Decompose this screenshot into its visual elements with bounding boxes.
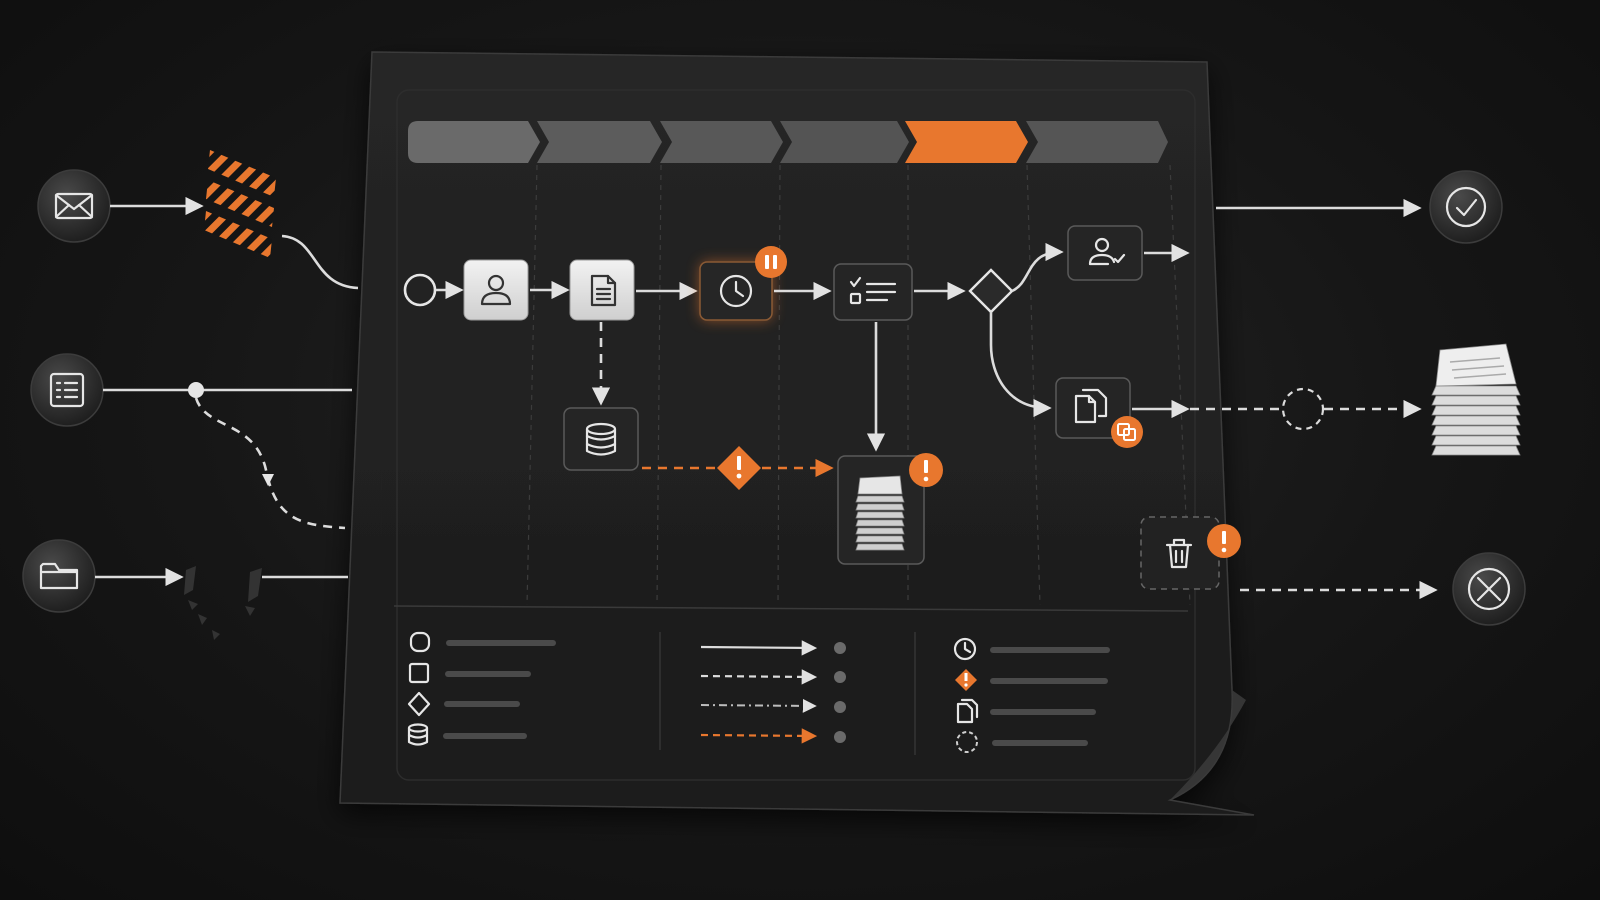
check-circle-icon xyxy=(1445,186,1487,228)
stage-bar xyxy=(408,121,1168,163)
legend-line-solid xyxy=(700,640,818,656)
blocked-barrier xyxy=(204,150,276,258)
stage-chevron[interactable] xyxy=(408,121,540,163)
duplicate-icon xyxy=(1117,423,1136,441)
swimlane-dividers xyxy=(526,164,1191,606)
pause-icon xyxy=(765,255,777,269)
dashed-circle-icon[interactable] xyxy=(1281,387,1325,431)
database-icon xyxy=(585,422,617,456)
output-document-stack[interactable] xyxy=(1431,343,1521,456)
legend-text-bar xyxy=(990,678,1108,684)
document-icon xyxy=(590,274,617,307)
input-folder[interactable] xyxy=(22,539,96,613)
legend-panel xyxy=(393,605,1189,755)
legend-text-bar xyxy=(990,709,1096,715)
stage-chevron[interactable] xyxy=(1026,121,1168,163)
legend-text-bar xyxy=(444,701,520,707)
broken-connection xyxy=(184,566,262,640)
task-copy[interactable] xyxy=(1055,377,1131,439)
legend-text-bar xyxy=(443,733,527,739)
task-document-stack[interactable] xyxy=(837,455,925,565)
folder-icon xyxy=(39,562,79,590)
dashed-circle-icon xyxy=(956,731,978,753)
start-event[interactable] xyxy=(403,273,437,307)
gateway-flow-down xyxy=(989,312,1052,418)
legend-text-bar xyxy=(445,671,531,677)
legend-text-bar xyxy=(992,740,1088,746)
user-icon xyxy=(480,274,512,306)
legend-line-dashed xyxy=(700,669,818,685)
database-shape-icon xyxy=(407,723,429,746)
flow-junction xyxy=(188,382,204,398)
legend-dot xyxy=(834,642,846,654)
diamond-shape-icon xyxy=(407,691,431,717)
task-document[interactable] xyxy=(569,259,635,321)
gateway-flow-up xyxy=(1011,242,1064,293)
branch-flow-line xyxy=(194,397,346,530)
legend-text-bar xyxy=(990,647,1110,653)
stage-chevron[interactable] xyxy=(780,121,909,163)
stage-chevron[interactable] xyxy=(660,121,783,163)
warning-diamond-icon xyxy=(955,669,977,691)
task-approver[interactable] xyxy=(1067,225,1143,281)
duplicate-badge[interactable] xyxy=(1111,416,1143,448)
clock-icon xyxy=(953,637,977,661)
stage-chevron[interactable] xyxy=(537,121,662,163)
output-cancel[interactable] xyxy=(1452,552,1526,626)
warning-gateway[interactable] xyxy=(717,446,761,490)
clock-icon xyxy=(719,274,753,308)
cancel-circle-icon xyxy=(1467,567,1511,611)
input-form[interactable] xyxy=(30,353,104,427)
mail-icon xyxy=(54,192,94,220)
alert-icon xyxy=(737,456,741,470)
legend-line-orange xyxy=(700,728,818,744)
task-delete[interactable] xyxy=(1140,516,1220,590)
data-store[interactable] xyxy=(563,407,639,471)
copy-icon xyxy=(956,698,979,724)
output-success[interactable] xyxy=(1429,170,1503,244)
barrier-exit-line xyxy=(281,234,359,290)
legend-dot xyxy=(834,671,846,683)
task-checklist[interactable] xyxy=(833,263,913,321)
legend-dot xyxy=(834,731,846,743)
task-timer[interactable] xyxy=(699,261,773,321)
checklist-icon xyxy=(849,276,897,305)
form-list-icon xyxy=(49,372,85,408)
square-shape-icon xyxy=(408,662,430,684)
alert-badge[interactable] xyxy=(1207,524,1241,558)
alert-icon xyxy=(924,460,928,473)
circle-shape-icon xyxy=(409,631,431,653)
process-board xyxy=(339,51,1255,816)
alert-badge[interactable] xyxy=(909,453,943,487)
task-user[interactable] xyxy=(463,259,529,321)
input-mail[interactable] xyxy=(37,169,111,243)
pause-badge[interactable] xyxy=(755,246,787,278)
user-check-icon xyxy=(1088,237,1126,266)
alert-icon xyxy=(1222,531,1226,544)
copy-documents-icon xyxy=(1074,388,1108,424)
legend-line-dash-dot xyxy=(700,698,817,713)
legend-text-bar xyxy=(446,640,556,646)
document-stack-icon xyxy=(1431,343,1521,456)
document-stack-icon xyxy=(855,475,905,551)
legend-dot xyxy=(834,701,846,713)
trash-icon xyxy=(1165,538,1193,569)
stage-chevron-active[interactable] xyxy=(905,121,1028,163)
